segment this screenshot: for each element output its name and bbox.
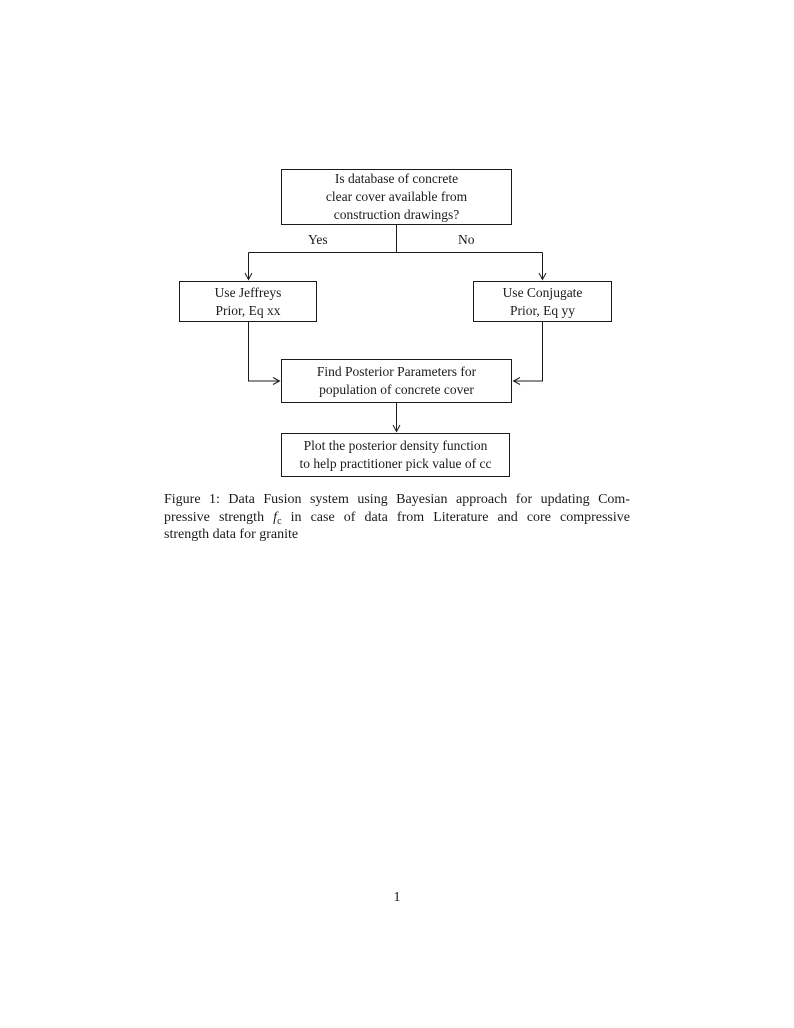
figure-caption-line-2: pressive strength fc in case of data fro…: [164, 509, 630, 527]
conjugate-box-line-1: Use Conjugate: [502, 284, 583, 300]
flowchart-plot-box: Plot the posterior density function to h…: [281, 433, 510, 477]
figure-caption-line-3: strength data for granite: [164, 527, 299, 542]
edge-label-no: No: [458, 232, 475, 247]
caption-math-fc-sub: c: [277, 515, 282, 527]
caption-line2-pre: pressive strength: [164, 509, 274, 525]
conjugate-box-line-2: Prior, Eq yy: [509, 302, 576, 318]
flowchart-decision-box: Is database of concrete clear cover avai…: [281, 169, 512, 225]
decision-box-line-1: Is database of concrete: [334, 171, 459, 186]
decision-box-line-3: construction drawings?: [333, 207, 460, 222]
jeffreys-box-line-1: Use Jeffreys: [214, 284, 282, 300]
figure-caption-line-1: Figure 1: Data Fusion system using Bayes…: [164, 492, 630, 507]
plot-box-line-2: to help practitioner pick value of cc: [299, 456, 492, 471]
decision-box-line-2: clear cover available from: [325, 189, 468, 204]
page-number: 1: [393, 890, 401, 905]
caption-math-fc: f: [273, 509, 278, 525]
plot-box-line-1: Plot the posterior density function: [303, 438, 488, 453]
jeffreys-box-line-2: Prior, Eq xx: [215, 302, 281, 318]
connector-jeffreys-to-posterior: [248, 322, 281, 385]
connector-conjugate-to-posterior: [512, 322, 543, 385]
posterior-box-line-1: Find Posterior Parameters for: [316, 364, 477, 379]
flowchart-conjugate-box: Use Conjugate Prior, Eq yy: [473, 281, 612, 322]
flowchart-posterior-box: Find Posterior Parameters for population…: [281, 359, 512, 403]
figure-caption: Figure 1: Data Fusion system using Bayes…: [164, 491, 630, 544]
caption-line2-post: in case of data from Literature and core…: [281, 509, 630, 525]
posterior-box-line-2: population of concrete cover: [319, 382, 474, 397]
edge-label-yes: Yes: [308, 232, 328, 247]
flowchart-jeffreys-box: Use Jeffreys Prior, Eq xx: [179, 281, 317, 322]
